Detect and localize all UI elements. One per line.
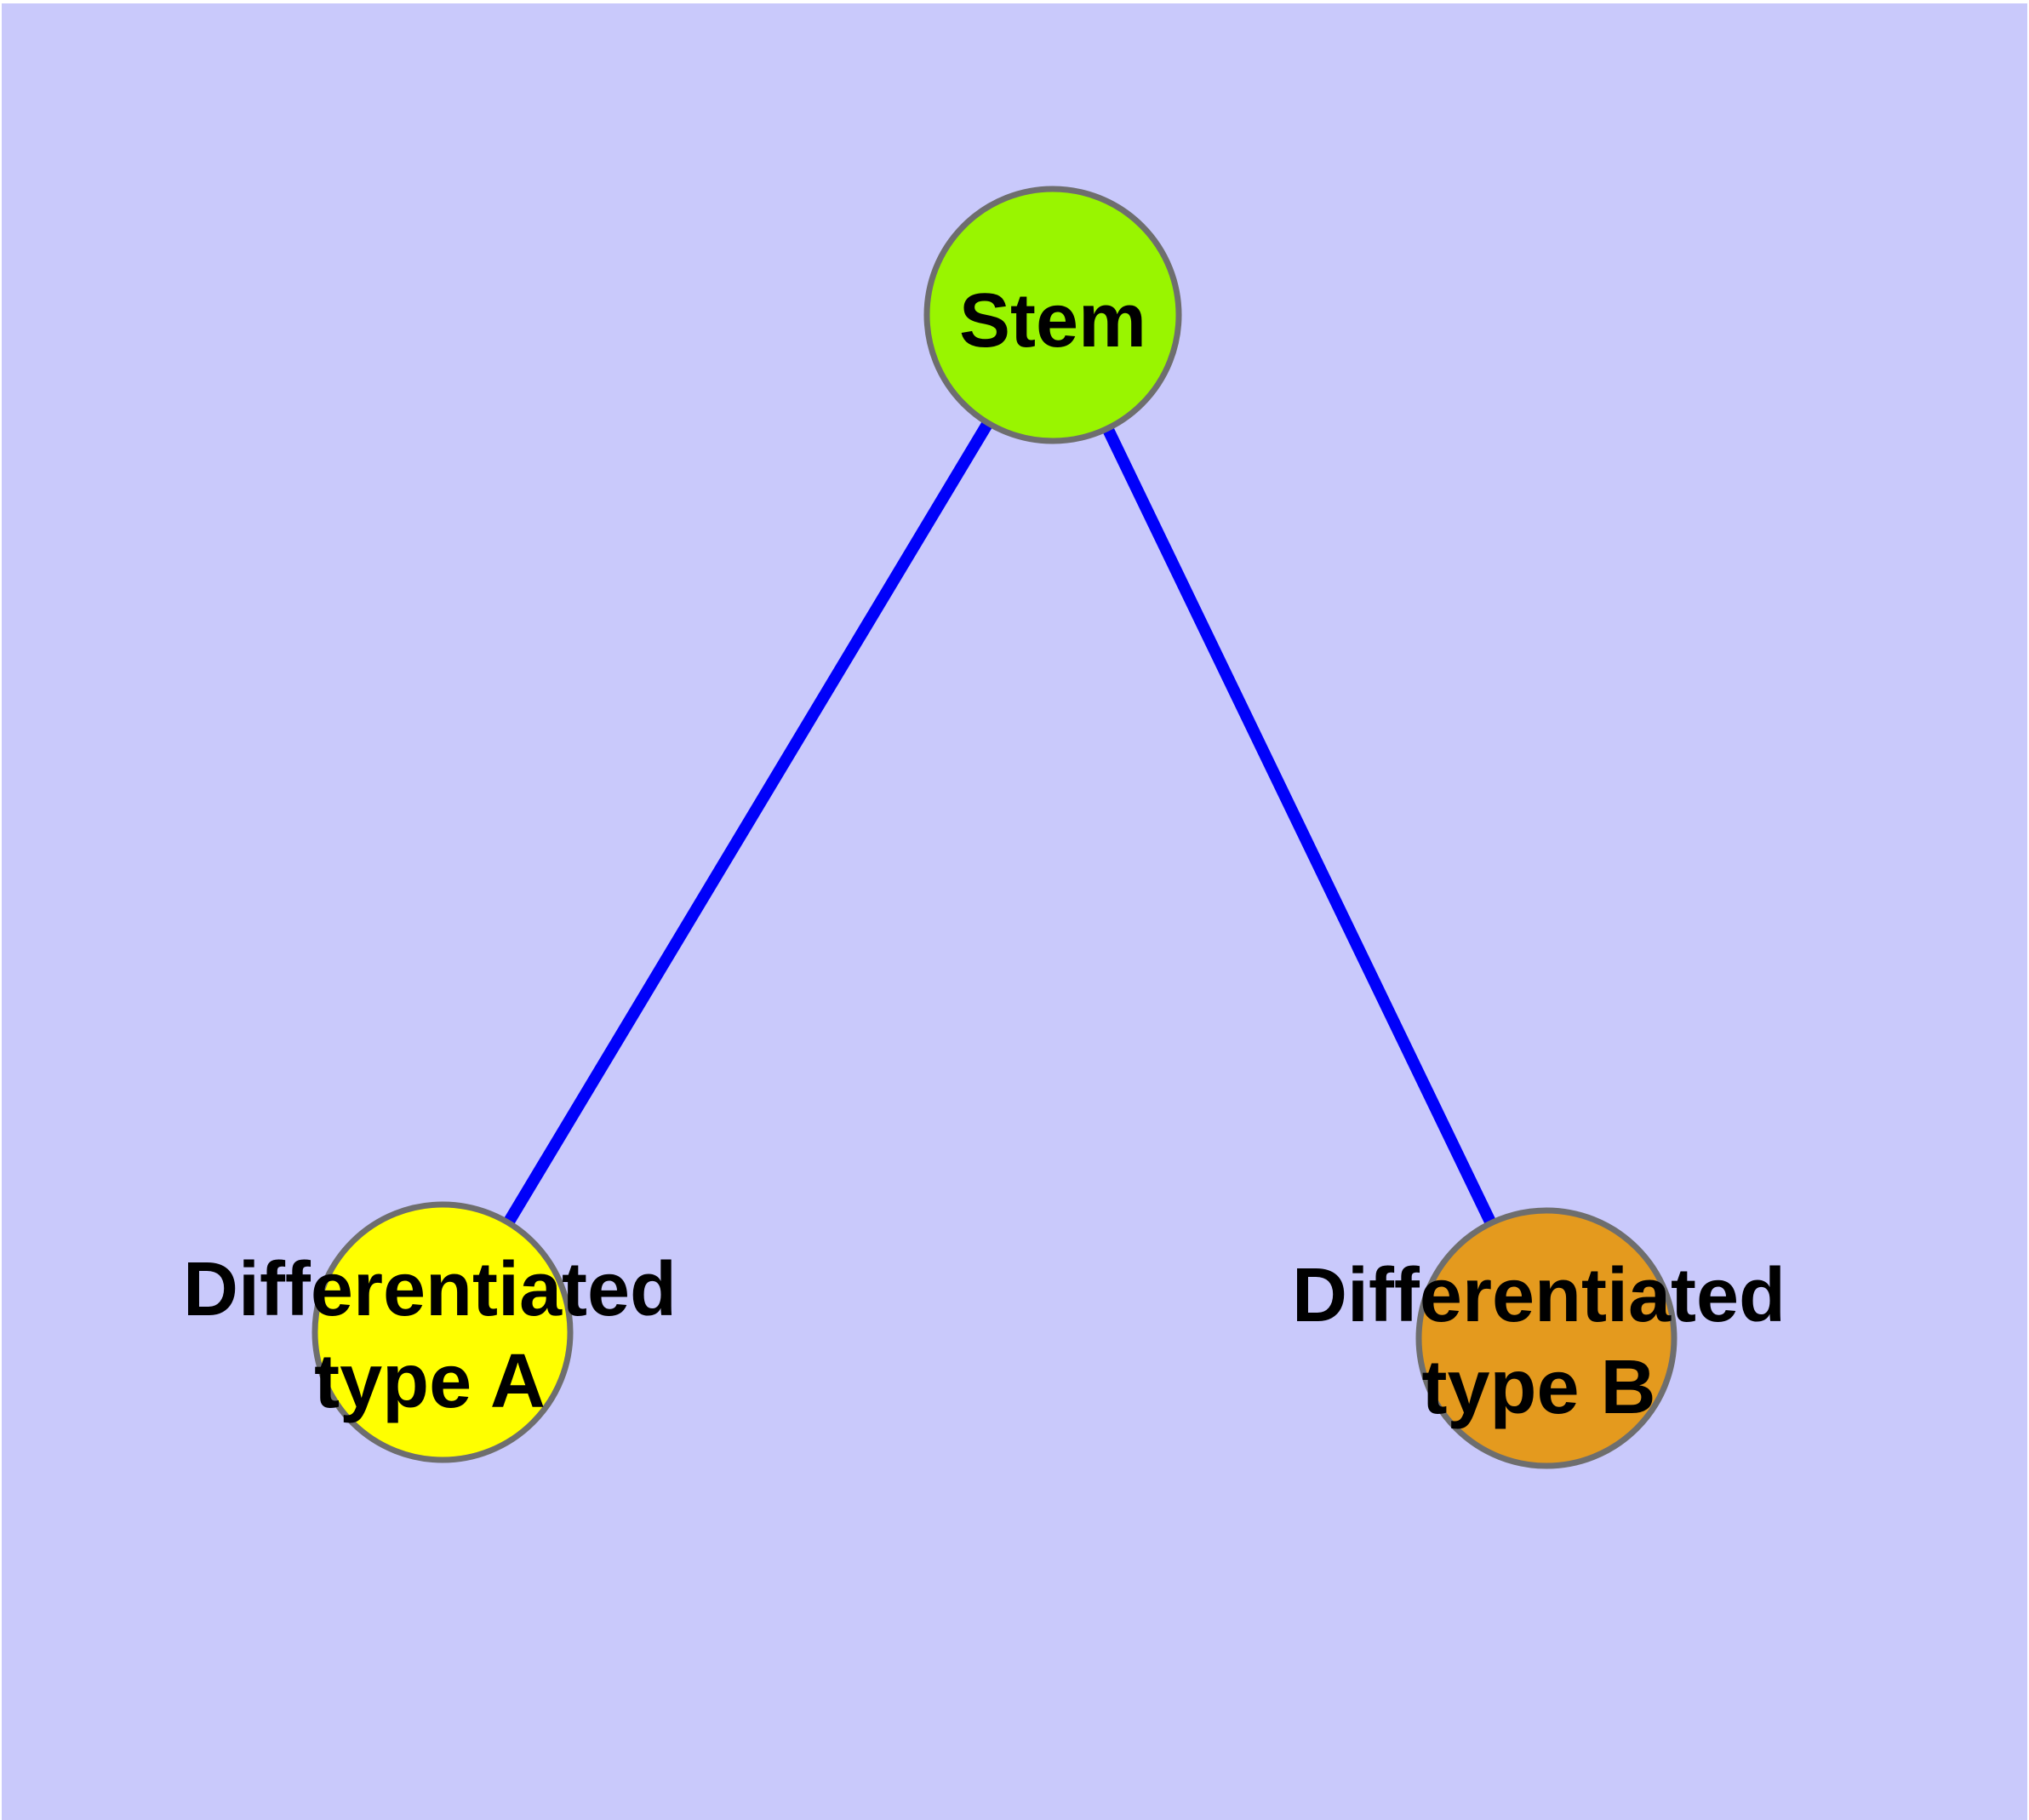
type-a-node-label-line1: Differentiated xyxy=(183,1247,677,1332)
edge-stem-to-type-a xyxy=(437,309,1059,1338)
stem-node-label: Stem xyxy=(959,278,1146,363)
edge-stem-to-type-b xyxy=(1047,309,1552,1344)
type-b-node-label-line2: type B xyxy=(1421,1345,1655,1430)
stem-node xyxy=(923,186,1182,444)
type-a-node-label-line2: type A xyxy=(314,1339,546,1424)
differentiated-type-b-node xyxy=(1415,1207,1677,1469)
type-b-node-label-line1: Differentiated xyxy=(1292,1253,1786,1338)
differentiated-type-a-node xyxy=(311,1201,574,1463)
